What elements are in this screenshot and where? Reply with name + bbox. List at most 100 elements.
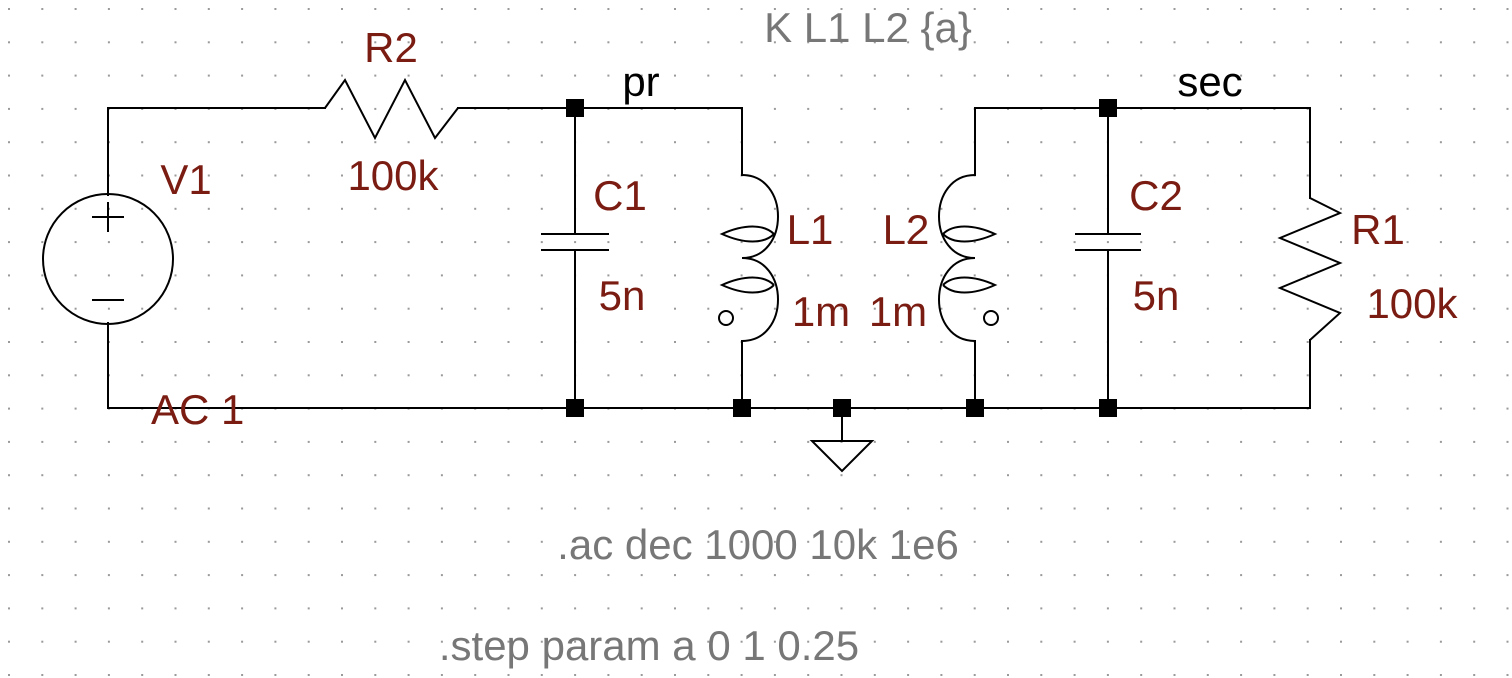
wire-ground-rail[interactable] bbox=[107, 322, 1311, 409]
grid-dot bbox=[1273, 574, 1276, 577]
label-r1-value[interactable]: 100k bbox=[1366, 280, 1458, 327]
grid-dot bbox=[107, 640, 110, 643]
grid-dot bbox=[1373, 674, 1376, 676]
grid-dot bbox=[507, 8, 510, 10]
label-l1-value[interactable]: 1m bbox=[792, 288, 850, 335]
grid-dot bbox=[1007, 474, 1009, 477]
grid-dot bbox=[540, 41, 543, 44]
grid-dot bbox=[1473, 440, 1476, 443]
label-c2-value[interactable]: 5n bbox=[1133, 272, 1180, 319]
voltage-source-v1[interactable] bbox=[42, 193, 174, 325]
grid-dot bbox=[141, 174, 144, 177]
grid-dot bbox=[507, 440, 510, 443]
grid-dot bbox=[1273, 540, 1276, 543]
grid-dot bbox=[374, 74, 377, 77]
grid-dot bbox=[41, 407, 44, 410]
grid-dot bbox=[940, 307, 943, 310]
grid-dot bbox=[274, 440, 277, 443]
grid-dot bbox=[1140, 540, 1143, 543]
grid-dot bbox=[1073, 341, 1076, 343]
step-directive[interactable]: .step param a 0 1 0.25 bbox=[439, 622, 859, 669]
grid-dot bbox=[1173, 74, 1176, 77]
grid-dot bbox=[807, 241, 810, 244]
grid-dot bbox=[1240, 8, 1243, 10]
grid-dot bbox=[1439, 407, 1442, 410]
grid-dot bbox=[41, 574, 44, 577]
label-l1-name[interactable]: L1 bbox=[787, 206, 834, 253]
grid-dot bbox=[1340, 74, 1342, 77]
label-r1-name[interactable]: R1 bbox=[1351, 206, 1405, 253]
grid-dot bbox=[207, 640, 210, 643]
grid-dot bbox=[474, 341, 477, 343]
grid-dot bbox=[407, 474, 410, 477]
grid-dot bbox=[341, 141, 343, 144]
grid-dot bbox=[1040, 207, 1043, 210]
grid-dot bbox=[1506, 141, 1509, 144]
junction-node bbox=[1099, 99, 1117, 117]
grid-dot bbox=[773, 374, 776, 377]
grid-dot bbox=[773, 41, 776, 44]
grid-dot bbox=[1406, 507, 1409, 510]
resistor-r1[interactable] bbox=[1277, 197, 1343, 341]
grid-dot bbox=[1273, 374, 1276, 377]
grid-dot bbox=[907, 174, 910, 177]
grid-dot bbox=[341, 440, 343, 443]
grid-dot bbox=[540, 174, 543, 177]
grid-dot bbox=[607, 41, 610, 44]
inductor-l2[interactable] bbox=[938, 174, 999, 342]
grid-dot bbox=[840, 274, 843, 277]
capacitor-c2[interactable] bbox=[1075, 233, 1141, 251]
ground-icon[interactable] bbox=[809, 440, 875, 473]
grid-dot bbox=[707, 440, 710, 443]
label-c2-name[interactable]: C2 bbox=[1129, 172, 1183, 219]
wire-r2-pr[interactable] bbox=[457, 107, 743, 176]
grid-dot bbox=[740, 474, 743, 477]
net-label-sec[interactable]: sec bbox=[1177, 58, 1242, 105]
grid-dot bbox=[241, 507, 244, 510]
grid-dot bbox=[341, 540, 343, 543]
inductor-l1[interactable] bbox=[718, 174, 779, 342]
grid-dot bbox=[341, 474, 343, 477]
grid-dot bbox=[940, 141, 943, 144]
label-r2-name[interactable]: R2 bbox=[364, 24, 418, 71]
label-r2-value[interactable]: 100k bbox=[347, 152, 439, 199]
grid-dot bbox=[341, 41, 343, 44]
grid-dot bbox=[74, 341, 77, 343]
label-v1-name[interactable]: V1 bbox=[160, 156, 211, 203]
analysis-directive[interactable]: .ac dec 1000 10k 1e6 bbox=[557, 521, 959, 568]
coupling-directive[interactable]: K L1 L2 {a} bbox=[764, 4, 972, 51]
grid-dot bbox=[674, 574, 676, 577]
grid-dot bbox=[141, 41, 144, 44]
grid-dot bbox=[1306, 41, 1309, 44]
grid-dot bbox=[607, 674, 610, 676]
grid-dot bbox=[74, 574, 77, 577]
grid-dot bbox=[74, 540, 77, 543]
grid-dot bbox=[574, 440, 577, 443]
grid-dot bbox=[1073, 74, 1076, 77]
wire-sec-top[interactable] bbox=[974, 107, 1311, 199]
label-l2-value[interactable]: 1m bbox=[869, 288, 927, 335]
grid-dot bbox=[41, 607, 44, 610]
net-label-pr[interactable]: pr bbox=[622, 58, 659, 105]
grid-dot bbox=[241, 540, 244, 543]
grid-dot bbox=[740, 8, 743, 10]
grid-dot bbox=[1173, 8, 1176, 10]
grid-dot bbox=[341, 574, 343, 577]
grid-dot bbox=[540, 274, 543, 277]
capacitor-c1[interactable] bbox=[541, 233, 609, 251]
grid-dot bbox=[640, 74, 643, 77]
grid-dot bbox=[341, 174, 343, 177]
grid-dot bbox=[1306, 474, 1309, 477]
label-v1-value[interactable]: AC 1 bbox=[151, 386, 244, 433]
resistor-r2[interactable] bbox=[324, 77, 459, 141]
label-c1-name[interactable]: C1 bbox=[593, 172, 647, 219]
label-l2-name[interactable]: L2 bbox=[883, 206, 930, 253]
grid-dot bbox=[907, 274, 910, 277]
grid-dot bbox=[1173, 474, 1176, 477]
label-c1-value[interactable]: 5n bbox=[599, 272, 646, 319]
grid-dot bbox=[241, 307, 244, 310]
grid-dot bbox=[1040, 174, 1043, 177]
grid-dot bbox=[1340, 607, 1342, 610]
wire-v1-top[interactable] bbox=[107, 107, 326, 196]
